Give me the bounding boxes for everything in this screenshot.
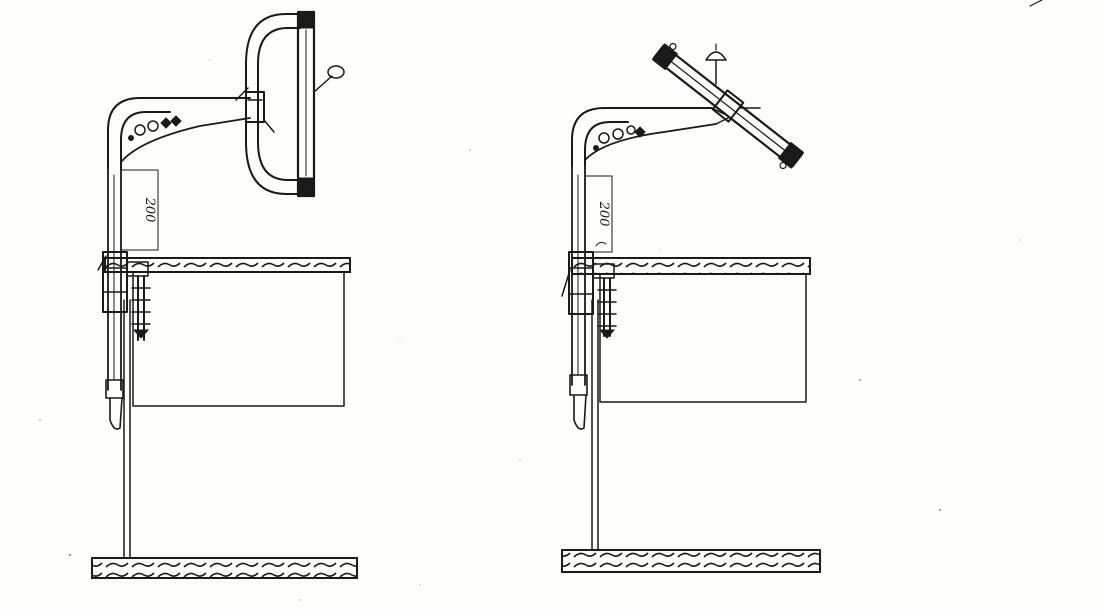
screw-clamp-right <box>597 277 617 339</box>
screw-clamp-left <box>131 275 151 341</box>
wall-panel-right <box>599 273 807 403</box>
floor-slab-right <box>561 549 821 573</box>
dimension-label-left: 200 <box>142 197 157 223</box>
floor-slab-left <box>91 557 358 579</box>
curved-arm-left <box>107 97 251 169</box>
column-tube-left <box>105 167 124 430</box>
figure-right: 200 <box>561 42 821 573</box>
corner-mark <box>1029 0 1043 7</box>
dimension-left: 200 <box>120 169 159 251</box>
adjust-knob-left <box>313 65 345 93</box>
wall-panel-left <box>132 271 345 407</box>
figure-left: 200 <box>91 10 358 579</box>
dimension-label-right: 200 <box>596 201 611 227</box>
ceiling-slab-left <box>104 257 351 273</box>
floor-rod-right <box>591 299 599 551</box>
pivot-joint-left <box>235 87 275 133</box>
ceiling-slab-right <box>571 257 811 275</box>
paper-speckles <box>39 59 1021 601</box>
mirror-frame-right <box>651 42 805 170</box>
column-tube-right <box>569 165 588 430</box>
pivot-joint-right <box>711 107 761 125</box>
mirror-frame-left <box>245 10 316 198</box>
dimension-right: 200 <box>584 175 613 253</box>
floor-rod-left <box>123 299 131 559</box>
adjust-knob-right <box>705 43 727 85</box>
curved-arm-right <box>571 107 717 167</box>
